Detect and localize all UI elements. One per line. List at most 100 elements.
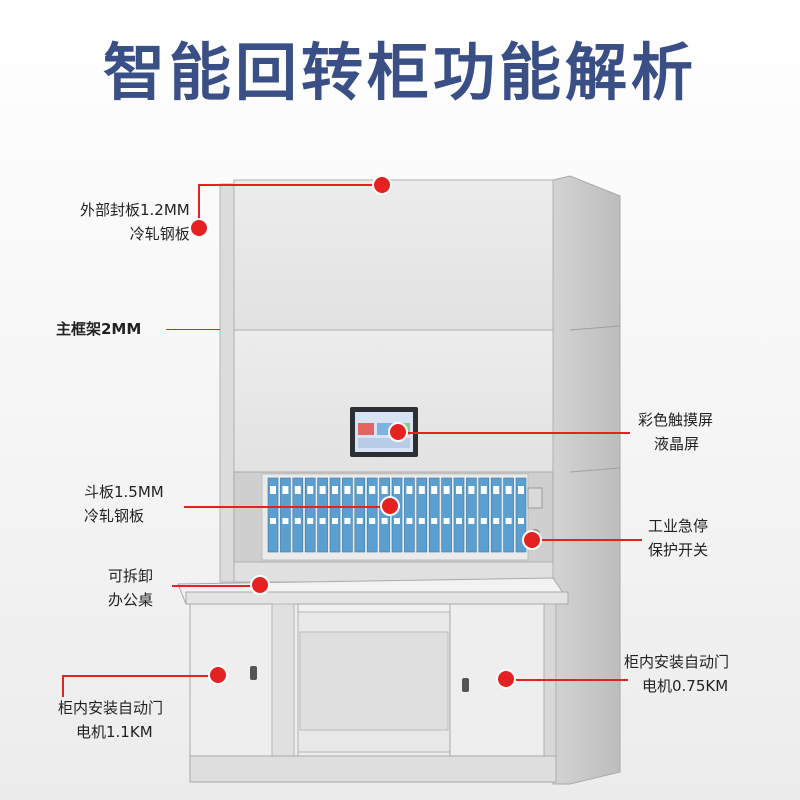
label-outer-panel-line2: 冷轧钢板	[129, 225, 190, 243]
file-folder-label	[493, 518, 500, 524]
file-folder	[354, 477, 366, 553]
file-folder-label	[431, 518, 438, 524]
file-folder	[490, 477, 502, 553]
file-folder-label	[369, 518, 376, 524]
callout-dot-motor-right	[498, 671, 514, 687]
file-folder-label	[406, 486, 413, 494]
label-touch-screen: 彩色触摸屏 液晶屏	[638, 408, 713, 456]
label-touch-screen-line2: 液晶屏	[654, 435, 700, 453]
label-motor-left: 柜内安装自动门 电机1.1KM	[58, 696, 163, 744]
file-folder-label	[332, 518, 338, 524]
callout-line-main-frame	[166, 329, 220, 330]
label-emergency-stop-line2: 保护开关	[648, 541, 709, 559]
file-folder	[329, 477, 341, 553]
file-folder-label	[443, 518, 450, 524]
callout-line-emergency-stop	[532, 539, 642, 541]
label-desk-line2: 办公桌	[108, 591, 154, 609]
callout-line-motor-left-v	[62, 675, 64, 697]
callout-line-desk	[172, 585, 260, 587]
label-motor-left-line1: 柜内安装自动门	[58, 699, 164, 717]
label-outer-panel-line1: 外部封板1.2MM	[80, 201, 190, 219]
file-folder-label	[480, 486, 487, 494]
file-folder-label	[332, 486, 338, 494]
file-folder-label	[468, 486, 475, 494]
file-folder	[317, 477, 328, 553]
file-folder-label	[394, 486, 400, 494]
callout-line-motor-right	[506, 679, 628, 681]
file-folder	[292, 477, 304, 553]
file-folder-label	[456, 518, 462, 524]
callout-line-outer-panel	[198, 184, 384, 186]
callout-dot-desk	[252, 577, 268, 593]
file-folder-label	[344, 518, 351, 524]
file-folder	[466, 477, 477, 553]
callout-dot-motor-left	[210, 667, 226, 683]
label-motor-left-line2: 电机1.1KM	[76, 723, 153, 741]
file-folder-label	[406, 518, 413, 524]
file-folder	[428, 477, 440, 553]
file-folder-label	[518, 486, 524, 494]
file-folder	[366, 477, 378, 553]
label-emergency-stop: 工业急停 保护开关	[648, 514, 708, 562]
file-folder	[503, 477, 514, 553]
keyhole-icon	[250, 666, 469, 692]
file-folder	[515, 477, 527, 553]
callout-line-outer-panel-v	[198, 184, 200, 228]
label-tray-panel-line2: 冷轧钢板	[84, 507, 145, 525]
label-emergency-stop-line1: 工业急停	[648, 517, 709, 535]
callout-line-motor-left	[62, 675, 218, 677]
label-touch-screen-line1: 彩色触摸屏	[638, 411, 714, 429]
file-folder-label	[505, 518, 512, 524]
file-folder-label	[505, 486, 512, 494]
label-motor-right: 柜内安装自动门 电机0.75KM	[624, 650, 729, 698]
file-folder-label	[319, 486, 326, 494]
file-folder-label	[369, 486, 376, 494]
label-desk-line1: 可拆卸	[108, 567, 154, 585]
file-folder	[342, 477, 353, 553]
file-folder-label	[282, 518, 289, 524]
file-folder-label	[319, 518, 326, 524]
file-folder-label	[468, 518, 475, 524]
file-folder	[267, 477, 279, 553]
file-folder-label	[294, 518, 301, 524]
label-desk: 可拆卸 办公桌	[108, 564, 153, 612]
file-folder-label	[431, 486, 438, 494]
file-folder-label	[381, 518, 388, 524]
file-folder-label	[307, 486, 314, 494]
file-folder-label	[456, 486, 462, 494]
file-folder-label	[443, 486, 450, 494]
file-folder-label	[518, 518, 524, 524]
callout-line-touch-screen	[398, 432, 630, 434]
file-folder-label	[493, 486, 500, 494]
file-folder-label	[344, 486, 351, 494]
callout-dot-outer-panel-end	[191, 220, 207, 236]
file-folder	[478, 477, 490, 553]
file-folder	[379, 477, 390, 553]
callout-line-tray-panel	[184, 506, 390, 508]
file-folder-label	[480, 518, 487, 524]
file-folder-label	[381, 486, 388, 494]
label-main-frame-line1: 主框架2MM	[56, 320, 142, 338]
file-folder	[304, 477, 316, 553]
file-folder-label	[394, 518, 400, 524]
page-title: 智能回转柜功能解析	[102, 36, 697, 109]
file-folder-label	[418, 486, 425, 494]
file-folder	[441, 477, 452, 553]
label-motor-right-line1: 柜内安装自动门	[624, 653, 730, 671]
callout-dot-emergency-stop	[524, 532, 540, 548]
file-folder	[280, 477, 291, 553]
file-folder-label	[356, 486, 363, 494]
callout-dot-tray-panel	[382, 498, 398, 514]
callout-dot-outer-panel	[374, 177, 390, 193]
label-motor-right-line2: 电机0.75KM	[642, 677, 729, 695]
file-folder	[404, 477, 415, 553]
file-folder-label	[307, 518, 314, 524]
file-folder	[416, 477, 428, 553]
label-outer-panel: 外部封板1.2MM 冷轧钢板	[80, 198, 190, 246]
file-folder-label	[356, 518, 363, 524]
callout-dot-touch-screen	[390, 424, 406, 440]
file-folder	[391, 477, 403, 553]
file-folder-label	[294, 486, 301, 494]
file-folder	[453, 477, 465, 553]
